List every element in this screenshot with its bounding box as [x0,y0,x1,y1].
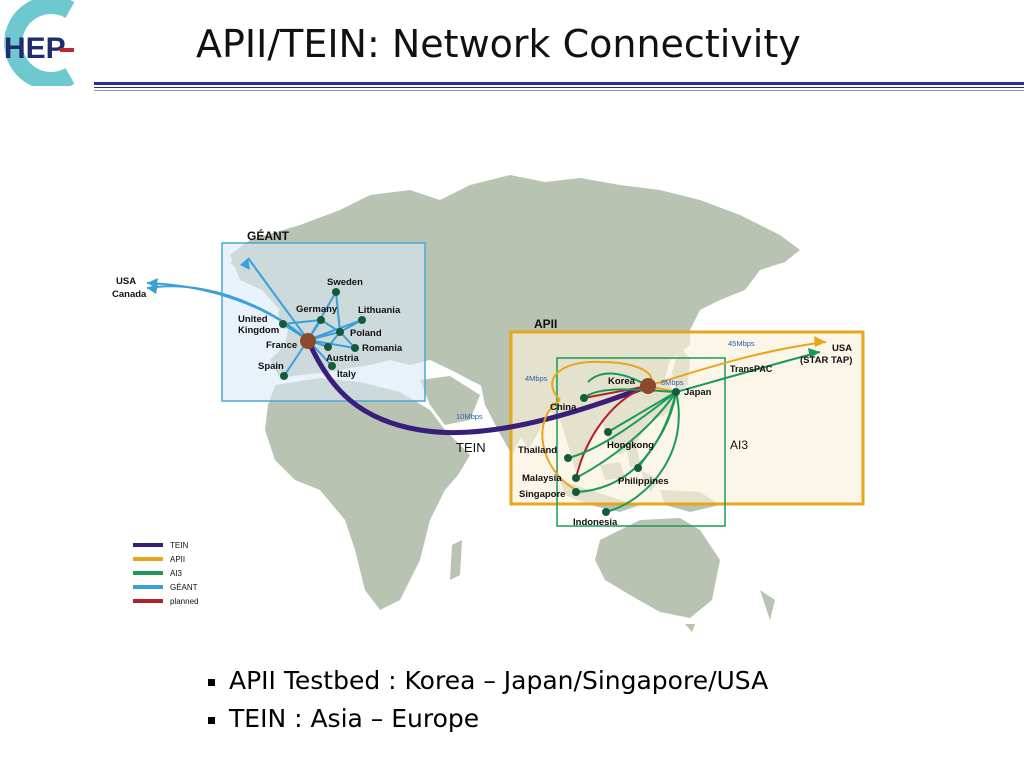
map-legend: TEIN APII AI3 GÉANT planned [133,541,198,606]
node-label-austria: Austria [326,353,359,364]
node-label-france: France [266,340,297,351]
node-label-kingdom: Kingdom [238,325,279,336]
ai3-region-box [556,357,726,527]
page-title: APII/TEIN: Network Connectivity [196,22,801,66]
tein-link [305,338,649,436]
node-label-spain: Spain [258,361,284,372]
node-label-poland: Poland [350,328,382,339]
geant-label: GÉANT [247,228,290,243]
japan-speed-label: 8Mbps [661,378,684,387]
node-label-sweden: Sweden [327,277,363,288]
korea-hub-dot [640,378,656,394]
node-label-lithuania: Lithuania [358,305,401,316]
node-label-japan: Japan [684,387,712,398]
bullet-square [208,678,215,686]
node-label-malaysia: Malaysia [522,473,562,484]
legend-apii: APII [170,555,185,564]
bullet-list: APII Testbed : Korea – Japan/Singapore/U… [208,662,768,738]
apii-label: APII [534,317,557,331]
china-speed-label: 4Mbps [525,374,548,383]
legend-planned: planned [170,597,198,606]
europe-node-dots [279,288,366,380]
node-label-hongkong: Hongkong [607,440,654,451]
bullet-square [208,716,215,724]
title-rule-light [94,90,1024,91]
transpac-label: TransPAC [730,364,773,374]
legend-geant: GÉANT [170,583,198,592]
tein-link-label: TEIN [456,440,486,455]
legend-tein: TEIN [170,541,188,550]
apii-usa-speed-label: 45Mbps [728,339,755,348]
bullet-item: TEIN : Asia – Europe [208,700,768,738]
legend-ai3: AI3 [170,569,183,578]
node-label-italy: Italy [337,369,357,380]
canada-label: Canada [112,289,147,300]
title-rule-thin [94,87,1024,88]
logo-text: HEP [4,32,66,65]
title-rule [94,82,1024,85]
node-label-singapore: Singapore [519,489,565,500]
usa-label-left: USA [116,276,136,287]
node-label-germany: Germany [296,304,338,315]
node-label-philippines: Philippines [618,476,669,487]
bullet-text-tein: TEIN : Asia – Europe [229,704,480,733]
node-label-indonesia: Indonesia [573,517,618,528]
asia-links [541,341,827,513]
france-hub-dot [300,333,316,349]
tein-speed-label: 10Mbps [456,412,483,421]
node-label-china: China [550,402,577,413]
startap-label: (STAR TAP) [800,355,852,366]
bullet-item: APII Testbed : Korea – Japan/Singapore/U… [208,662,768,700]
hep-logo: HEP [0,0,92,90]
node-label-romania: Romania [362,343,403,354]
ai3-label: AI3 [730,438,748,452]
apii-region-box [509,330,865,506]
bullet-text-apii: APII Testbed : Korea – Japan/Singapore/U… [229,666,769,695]
asia-node-dots [564,388,680,516]
usa-label-right: USA [832,343,852,354]
node-label-thailand: Thailand [518,445,557,456]
node-label-korea: Korea [608,376,636,387]
node-label-united: United [238,314,268,325]
